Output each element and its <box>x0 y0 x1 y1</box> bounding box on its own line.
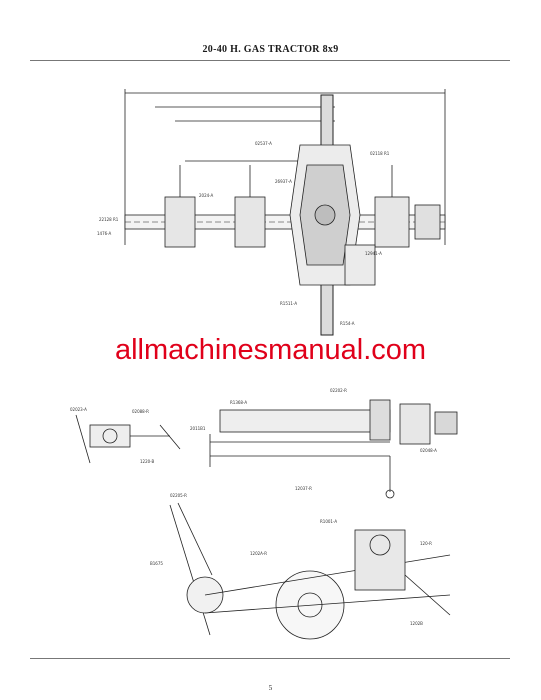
svg-text:02537-A: 02537-A <box>255 141 272 146</box>
frame-side-view-diagram: 02205-R B1675 1202A-R R1001-A 120-R 1202… <box>150 493 451 640</box>
svg-text:26937-A: 26937-A <box>275 179 292 184</box>
svg-text:22128 R1: 22128 R1 <box>99 217 119 222</box>
svg-text:R1001-A: R1001-A <box>320 519 337 524</box>
gear-assembly-diagram: 02202-R R1368-A 2011B1 12037-R 02048-A <box>190 388 458 499</box>
svg-text:2011B1: 2011B1 <box>190 426 206 431</box>
bottom-divider <box>30 658 510 659</box>
page-number: 5 <box>268 684 273 692</box>
svg-text:1476-A: 1476-A <box>97 231 112 236</box>
svg-text:2024-A: 2024-A <box>199 193 214 198</box>
page-title: 20-40 H. GAS TRACTOR 8x9 <box>202 44 339 55</box>
svg-text:12941-A: 12941-A <box>365 251 382 256</box>
svg-text:02088-R: 02088-R <box>132 409 149 414</box>
rear-axle-diagram: 22128 R1 1476-A 2024-A 26937-A 02537-A 0… <box>97 89 446 336</box>
svg-text:R1511-A: R1511-A <box>280 301 297 306</box>
watermark-text: allmachinesmanual.com <box>114 334 427 366</box>
clutch-detail-diagram: 02023-A 02088-R 1220-B <box>70 407 181 464</box>
svg-text:1202A-R: 1202A-R <box>250 551 267 556</box>
svg-text:02048-A: 02048-A <box>420 448 437 453</box>
svg-text:12037-R: 12037-R <box>295 486 312 491</box>
svg-text:02023-A: 02023-A <box>70 407 87 412</box>
svg-text:R154-A: R154-A <box>340 321 355 326</box>
top-divider <box>30 60 510 61</box>
svg-text:1220-B: 1220-B <box>140 459 154 464</box>
svg-text:R1368-A: R1368-A <box>230 400 247 405</box>
svg-text:1202B: 1202B <box>410 621 423 626</box>
svg-text:02202-R: 02202-R <box>330 388 347 393</box>
svg-text:02118 R1: 02118 R1 <box>370 151 390 156</box>
svg-text:B1675: B1675 <box>150 561 163 566</box>
svg-text:120-R: 120-R <box>420 541 432 546</box>
svg-text:02205-R: 02205-R <box>170 493 187 498</box>
